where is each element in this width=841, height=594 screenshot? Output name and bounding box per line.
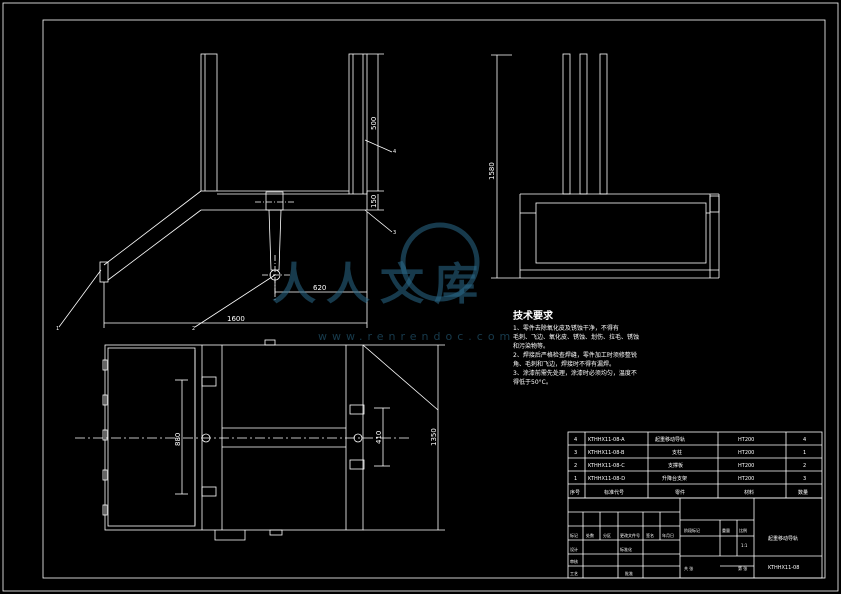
dim-1350: 1350 xyxy=(430,428,438,446)
parts-header-code: 标准代号 xyxy=(604,489,624,496)
plan-view xyxy=(75,339,445,541)
parts-row-3-name: 支撑板 xyxy=(668,462,683,469)
tb-count: 处数 xyxy=(586,532,594,538)
dim-880: 880 xyxy=(174,433,182,446)
dim-1600: 1600 xyxy=(227,315,245,323)
parts-row-1-name: 起重移动导轨 xyxy=(655,436,685,443)
tb-sheet-total: 共 张 xyxy=(684,565,693,571)
parts-header-name: 零件 xyxy=(675,489,685,496)
parts-row-2-qty: 1 xyxy=(803,450,806,456)
parts-row-3-code: KTHHX11-08-C xyxy=(588,463,625,469)
note-line: 角、毛刺和飞边，焊接时不得有漏焊。 xyxy=(513,361,616,368)
tb-scale: 比例 xyxy=(739,527,747,533)
parts-header-no: 序号 xyxy=(570,489,580,496)
parts-row-3-material: HT200 xyxy=(738,463,754,469)
tb-mark: 标记 xyxy=(570,532,578,538)
parts-header-qty: 数量 xyxy=(798,489,808,496)
tb-date: 年月日 xyxy=(662,532,674,538)
parts-row-4-material: HT200 xyxy=(738,476,754,482)
tb-zone: 分区 xyxy=(603,532,611,538)
balloon-4: 4 xyxy=(393,149,396,155)
technical-requirements: 技术要求 1、零件去除氧化皮及锈蚀干净，不得有 毛刺、飞边、氧化皮、锈蚀、划伤、… xyxy=(513,312,663,387)
parts-row-4-no: 1 xyxy=(574,476,577,482)
parts-header-material: 材料 xyxy=(744,489,754,496)
watermark-logo xyxy=(400,222,480,302)
tb-signature: 签名 xyxy=(646,532,654,538)
dim-620: 620 xyxy=(313,284,326,292)
dim-150: 150 xyxy=(370,195,378,208)
technical-requirements-title: 技术要求 xyxy=(513,311,553,322)
note-line: 和污染物等。 xyxy=(513,343,550,350)
parts-row-2-no: 3 xyxy=(574,450,577,456)
parts-row-2-name: 支柱 xyxy=(672,449,682,456)
tb-sheet-no: 第 张 xyxy=(738,565,747,571)
parts-row-1-qty: 4 xyxy=(803,437,806,443)
parts-row-1-no: 4 xyxy=(574,437,577,443)
parts-row-3-no: 2 xyxy=(574,463,577,469)
note-line: 1、零件去除氧化皮及锈蚀干净，不得有 xyxy=(513,325,619,332)
note-line: 毛刺、飞边、氧化皮、锈蚀、划伤、拉毛、锈蚀 xyxy=(513,334,640,341)
tb-review: 审核 xyxy=(570,558,578,564)
side-view xyxy=(491,53,720,279)
tb-standard: 标准化 xyxy=(620,546,632,552)
title-block-grid xyxy=(567,497,823,579)
balloon-2: 2 xyxy=(192,326,195,332)
tb-design: 设计 xyxy=(570,546,578,552)
parts-row-4-code: KTHHX11-08-D xyxy=(588,476,625,482)
parts-row-2-code: KTHHX11-08-B xyxy=(588,450,625,456)
note-line: 2、焊接后严格检查焊缝，零件加工时须修整锐 xyxy=(513,352,637,359)
tb-scale-value: 1:1 xyxy=(741,543,748,548)
front-view xyxy=(58,53,393,328)
tb-process: 工艺 xyxy=(570,571,578,576)
tb-drawing-name: 起重移动导轨 xyxy=(768,535,798,542)
parts-row-1-material: HT200 xyxy=(738,437,754,443)
tb-weight: 重量 xyxy=(722,527,730,533)
parts-row-4-name: 升降台支架 xyxy=(662,475,687,482)
balloon-1: 1 xyxy=(56,326,59,332)
parts-row-3-qty: 2 xyxy=(803,463,806,469)
tb-drawing-number: KTHHX11-08 xyxy=(768,565,799,571)
note-line: 3、涂漆前需先处理，涂漆时必须均匀，温度不 xyxy=(513,370,637,377)
tb-stage: 阶段标记 xyxy=(684,527,700,533)
dim-410: 410 xyxy=(375,431,383,444)
dim-1580: 1580 xyxy=(488,162,496,180)
tb-change-doc: 更改文件号 xyxy=(620,532,640,538)
dim-500: 500 xyxy=(370,117,378,130)
tb-approve: 批准 xyxy=(625,570,633,576)
balloon-3: 3 xyxy=(393,230,396,236)
drawing-frame xyxy=(42,19,826,579)
note-line: 得低于50°C。 xyxy=(513,379,552,386)
parts-row-4-qty: 3 xyxy=(803,476,806,482)
parts-row-2-material: HT200 xyxy=(738,450,754,456)
parts-row-1-code: KTHHX11-08-A xyxy=(588,437,625,443)
